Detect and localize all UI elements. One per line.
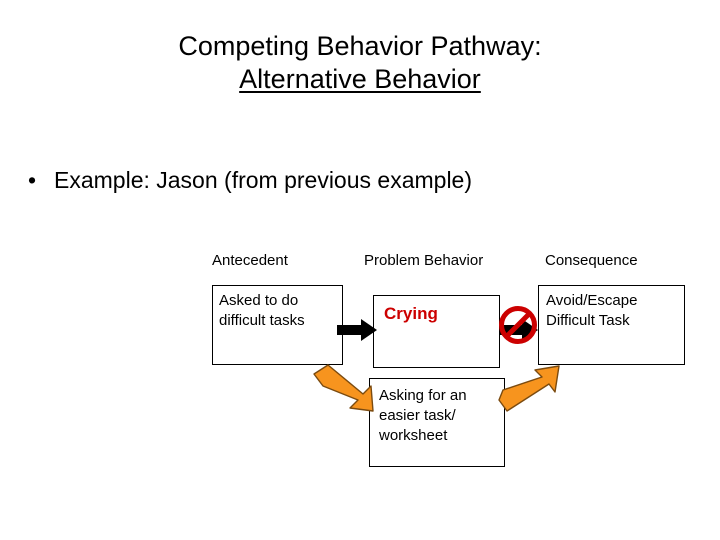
page-title: Competing Behavior Pathway: Alternative … xyxy=(0,30,720,96)
bullet-item-label: Example: Jason (from previous example) xyxy=(54,167,472,193)
page-title-line-1: Competing Behavior Pathway: xyxy=(178,31,542,61)
column-header-consequence: Consequence xyxy=(545,252,638,269)
box-antecedent: Asked to do difficult tasks xyxy=(212,285,343,365)
box-antecedent-label: Asked to do difficult tasks xyxy=(219,292,305,329)
down-right-orange-arrow-icon xyxy=(311,364,383,414)
column-header-antecedent: Antecedent xyxy=(212,252,288,269)
box-alternative-behavior-label: Asking for an easier task/ worksheet xyxy=(379,387,467,444)
box-consequence-label: Avoid/Escape Difficult Task xyxy=(546,292,638,329)
box-problem-behavior-label: Crying xyxy=(384,304,438,323)
page-title-line-2: Alternative Behavior xyxy=(239,64,481,94)
bullet-point-icon: • xyxy=(28,167,37,193)
up-right-orange-arrow-icon xyxy=(497,362,569,414)
no-entry-icon xyxy=(498,305,538,345)
box-consequence: Avoid/Escape Difficult Task xyxy=(538,285,685,365)
bullet-list-item: • Example: Jason (from previous example) xyxy=(28,166,698,194)
column-header-problem-behavior: Problem Behavior xyxy=(364,252,484,269)
box-alternative-behavior: Asking for an easier task/ worksheet xyxy=(369,378,505,467)
box-problem-behavior: Crying xyxy=(373,295,500,368)
right-block-arrow-icon xyxy=(337,318,377,342)
